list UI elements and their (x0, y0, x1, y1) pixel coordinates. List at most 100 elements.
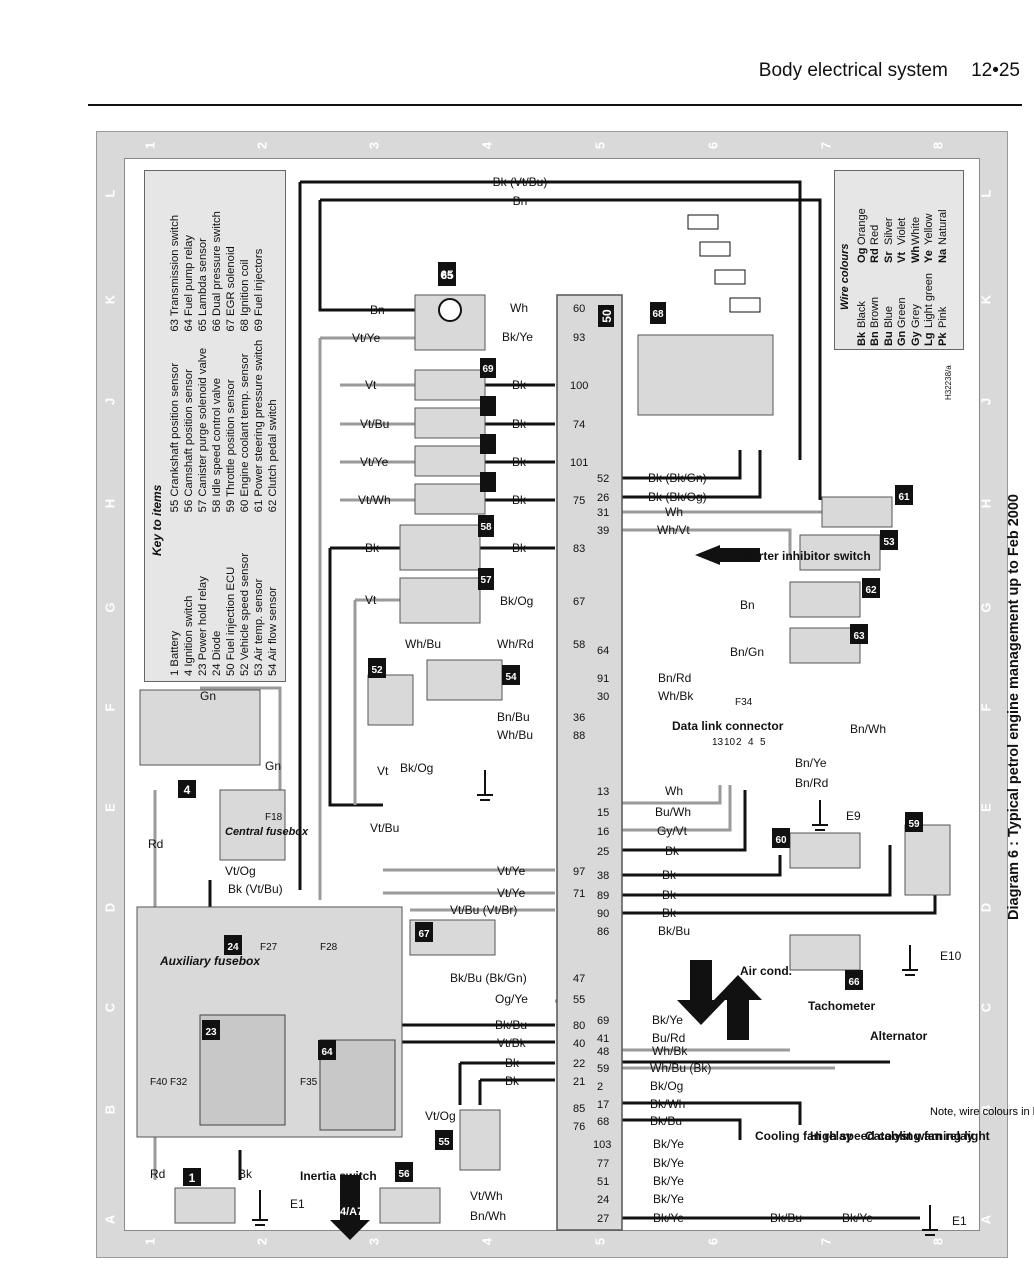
ecu-wire-30: Wh/Bk (658, 689, 694, 703)
injector-tag-1 (480, 358, 496, 378)
ecu-wire-103: Bk/Ye (653, 1137, 684, 1151)
wire-colour-row: BuBlue (883, 273, 897, 346)
label-bn-lambda: Bn (370, 303, 385, 317)
page-number: 12•25 (971, 60, 1020, 81)
wire-colour-name: Yellow (923, 213, 935, 245)
ecu-pin-40: 40 (573, 1038, 585, 1050)
ecu-pin-59: 59 (597, 1063, 609, 1075)
ecu-wire-40: Vt/Bk (497, 1036, 527, 1050)
misc-label-group: E1 E9 E10 E1 2/C4 Data link connector 13… (148, 549, 990, 1228)
ecu-wire-27: Bk/Ye (653, 1211, 684, 1225)
injector-4 (414, 483, 486, 515)
wire-colour-row: NaNatural (937, 208, 951, 262)
ecu-pin-31: 31 (597, 507, 609, 519)
wire-colour-name: White (909, 216, 922, 245)
wire-colours-columns: BkBlack BnBrown BuBlue GnGreen GyGrey Lg… (856, 174, 951, 346)
arrow-4a7 (330, 1175, 370, 1240)
label-bnwh2: Bn/Wh (850, 722, 886, 736)
wire-colour-row: YeYellow (923, 208, 937, 263)
wire-group-black (208, 180, 937, 1220)
label-f28: F28 (320, 942, 338, 953)
ground-icon-e10 (902, 945, 918, 976)
tag-64: 64 (321, 1047, 333, 1058)
tag-61: 61 (898, 492, 910, 503)
key-to-items-box: Key to items 1 Battery 4 Ignition switch… (144, 170, 286, 682)
key-item: 68 Ignition coil (239, 259, 251, 332)
label-vtye-lambda: Vt/Ye (352, 331, 381, 345)
key-item: 62 Clutch pedal switch (267, 399, 279, 513)
ecu-pin-86: 86 (597, 926, 609, 938)
wire-isc-down (328, 548, 383, 807)
key-item: 65 Lambda sensor (197, 238, 209, 332)
ecu-wire-31: Wh (665, 505, 683, 519)
ecu-wire-52: Bk (Bk/Gn) (648, 471, 707, 485)
label-whbu-54: Wh/Bu (405, 637, 441, 651)
wire-gn (200, 686, 282, 790)
spark-plug-2 (699, 241, 731, 257)
ecu-wire-2: Bk/Og (650, 1079, 683, 1093)
label-bn: Bn (740, 598, 755, 612)
ref-3l5: 3/L5 (715, 1156, 737, 1168)
key-item: 23 Power hold relay (197, 576, 209, 676)
wire-colour-name: Black (855, 301, 868, 328)
key-item: 54 Air flow sensor (267, 586, 279, 676)
injector-3 (414, 445, 486, 477)
ecu-wire-59: Wh/Bu (Bk) (650, 1061, 711, 1075)
spark-plug-3 (714, 269, 746, 285)
tag-59-bg (905, 812, 923, 832)
tag-68: 68 (652, 309, 664, 320)
label-gn-vert: Gn (265, 759, 281, 773)
label-vtwh: Vt/Wh (470, 1189, 503, 1203)
battery-1 (174, 1187, 236, 1224)
diagram-caption: Diagram 6 : Typical petrol engine manage… (1006, 494, 1022, 920)
key-item: 55 Crankshaft position sensor (169, 362, 181, 513)
ecu-pin-75: 75 (573, 495, 585, 507)
ecu-wire-90: Bk (662, 906, 677, 920)
ecu-wire-16: Gy/Vt (657, 824, 688, 838)
wire-colour-name: Pink (936, 306, 949, 328)
label-vtog-inertia: Vt/Og (425, 1109, 456, 1123)
label-e1: E1 (290, 1197, 305, 1211)
injector-tag-3 (480, 434, 496, 454)
wire-colour-row: GnGreen (896, 273, 910, 346)
ecu-wire-60: Wh (510, 301, 528, 315)
wire-relay64-ecu (380, 1023, 555, 1044)
wire-colour-name: Orange (855, 208, 868, 245)
tag-24: 24 (227, 942, 239, 953)
key-item: 4 Ignition switch (183, 595, 195, 676)
label-data-link: Data link connector (672, 719, 784, 733)
ecu-wire-15: Bu/Wh (655, 805, 691, 819)
ecu-pin-27: 27 (597, 1213, 609, 1225)
trans-switch-63 (789, 627, 861, 664)
key-item: 63 Transmission switch (169, 214, 181, 332)
dual-pressure-66 (789, 934, 861, 971)
wire-colour-name: Green (896, 297, 908, 328)
key-item: 69 Fuel injectors (253, 248, 265, 332)
tag-69: 69 (482, 364, 494, 375)
ref-2c4: 2/C4 (715, 563, 739, 575)
ecu-wire-75: Bk (512, 493, 527, 507)
ecu-pin-101: 101 (570, 457, 588, 469)
label-inj-vtye: Vt/Ye (360, 455, 389, 469)
label-gn: Gn (200, 689, 216, 703)
wire-colour-row: BnBrown (869, 273, 883, 346)
wire-colour-name: Grey (909, 304, 922, 328)
label-vt-52: Vt (377, 764, 389, 778)
tag-60-bg (772, 828, 790, 848)
label-vtbu-vtbr: Vt/Bu (Vt/Br) (450, 903, 517, 917)
ecu-wire-93: Bk/Ye (502, 330, 533, 344)
wire-colour-code: Bu (882, 331, 895, 346)
key-item: 24 Diode (211, 630, 223, 676)
ecu-wire-67: Bk/Og (500, 594, 533, 608)
label-rd-top: Rd (148, 837, 163, 851)
tag-66: 66 (848, 977, 860, 988)
tag-56: 56 (398, 1169, 410, 1180)
label-top-bn: Bn (513, 194, 528, 208)
ecu-pin-80: 80 (573, 1020, 585, 1032)
label-bkye: Bk/Ye (842, 1211, 873, 1225)
coolant-60 (789, 832, 861, 869)
ecu-pin-55: 55 (573, 994, 585, 1006)
wire-colour-code: Sr (882, 251, 895, 263)
ecu-pin-41: 41 (597, 1033, 609, 1045)
label-bkbu: Bk/Bu (770, 1211, 802, 1225)
